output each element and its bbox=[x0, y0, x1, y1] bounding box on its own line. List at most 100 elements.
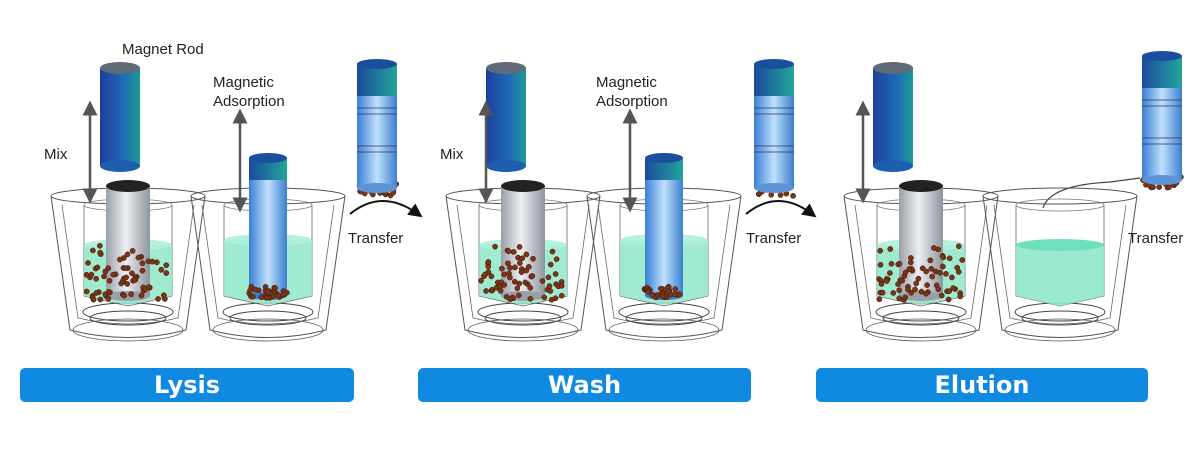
magnetic-bead bbox=[501, 271, 508, 278]
magnetic-bead bbox=[955, 269, 962, 275]
magnetic-bead bbox=[529, 273, 536, 279]
magnetic-bead bbox=[945, 296, 952, 303]
magnetic-bead bbox=[933, 282, 940, 289]
magnetic-bead bbox=[485, 269, 492, 275]
transfer-label: Transfer bbox=[746, 230, 802, 247]
magnetic-bead bbox=[527, 295, 534, 302]
magnetic-bead bbox=[924, 282, 930, 288]
magnetic-bead bbox=[950, 285, 957, 291]
magnetic-bead bbox=[272, 285, 278, 291]
magnetic-bead bbox=[879, 289, 886, 296]
magnetic-bead bbox=[270, 293, 277, 299]
magnetic-bead bbox=[122, 265, 129, 271]
magnetic-bead bbox=[923, 290, 929, 297]
magnetic-bead bbox=[263, 295, 270, 301]
magnetic-bead bbox=[1156, 184, 1163, 190]
magnetic-bead bbox=[547, 261, 554, 268]
mix-label: Mix bbox=[44, 146, 68, 163]
magnetic-bead bbox=[507, 296, 513, 303]
magnetic-bead bbox=[121, 292, 128, 299]
magnetic-bead bbox=[659, 293, 666, 300]
magnetic-bead bbox=[887, 246, 894, 252]
magnetic-bead bbox=[83, 288, 90, 295]
magnetic-bead bbox=[522, 279, 529, 286]
magnetic-bead bbox=[946, 288, 953, 295]
magnetic-bead bbox=[139, 267, 146, 274]
magnetic-bead bbox=[553, 256, 560, 263]
magnetic-bead bbox=[919, 265, 926, 272]
magnetic-bead bbox=[923, 268, 930, 275]
magnetic-adsorption-label: Magnetic bbox=[596, 74, 657, 91]
magnetic-bead bbox=[489, 286, 495, 293]
magnetic-bead bbox=[907, 259, 914, 266]
magnetic-bead bbox=[96, 242, 103, 249]
magnetic-bead bbox=[110, 271, 117, 278]
magnetic-bead bbox=[545, 274, 552, 281]
magnetic-bead bbox=[905, 286, 911, 293]
elution-liquid bbox=[1016, 245, 1104, 306]
magnetic-bead bbox=[262, 284, 269, 290]
magnetic-bead bbox=[519, 255, 526, 262]
magnetic-bead bbox=[90, 296, 97, 303]
magnet-sleeve-lifted bbox=[357, 59, 397, 193]
magnetic-bead bbox=[129, 248, 136, 254]
magnetic-bead bbox=[913, 280, 920, 287]
magnetic-bead bbox=[275, 292, 281, 299]
magnetic-bead bbox=[665, 288, 672, 295]
magnetic-bead bbox=[492, 243, 498, 250]
magnetic-bead bbox=[249, 293, 256, 300]
magnetic-bead bbox=[506, 270, 512, 277]
magnetic-bead bbox=[935, 246, 942, 253]
magnetic-bead bbox=[139, 260, 146, 267]
magnetic-bead bbox=[155, 296, 161, 302]
magnetic-bead bbox=[517, 260, 523, 266]
magnetic-bead bbox=[129, 270, 135, 277]
magnetic-bead bbox=[790, 192, 796, 199]
magnetic-bead bbox=[106, 277, 113, 284]
magnetic-bead bbox=[877, 247, 884, 254]
bead-cluster bbox=[876, 243, 966, 303]
magnetic-bead bbox=[280, 291, 287, 298]
magnetic-bead bbox=[507, 265, 513, 271]
magnetic-bead bbox=[132, 277, 139, 283]
magnetic-bead bbox=[516, 280, 523, 287]
magnetic-bead bbox=[672, 286, 679, 292]
magnetic-bead bbox=[1166, 184, 1172, 191]
magnetic-bead bbox=[896, 287, 903, 294]
magnetic-bead bbox=[510, 249, 517, 255]
magnetic-bead bbox=[541, 294, 548, 301]
magnet-rod-label: Magnet Rod bbox=[122, 41, 204, 58]
phase-bar-lysis: Lysis bbox=[20, 368, 354, 402]
magnetic-bead bbox=[102, 268, 109, 275]
magnetic-bead bbox=[876, 296, 883, 303]
magnetic-bead bbox=[657, 285, 664, 292]
magnetic-bead bbox=[483, 288, 489, 294]
magnetic-bead bbox=[539, 278, 546, 284]
magnetic-bead bbox=[548, 296, 555, 303]
magnetic-bead bbox=[877, 261, 884, 268]
magnetic-bead bbox=[128, 291, 134, 298]
magnetic-bead bbox=[547, 288, 554, 294]
magnetic-bead bbox=[485, 259, 492, 265]
magnetic-bead bbox=[940, 263, 946, 270]
magnetic-bead bbox=[88, 271, 95, 278]
magnetic-bead bbox=[896, 260, 903, 267]
magnetic-bead bbox=[883, 278, 890, 284]
magnetic-bead bbox=[258, 294, 265, 301]
magnetic-bead bbox=[85, 260, 91, 266]
magnetic-bead bbox=[488, 273, 495, 280]
magnetic-bead bbox=[558, 292, 565, 299]
magnet-rod bbox=[873, 62, 913, 172]
magnetic-bead bbox=[505, 260, 511, 267]
magnetic-bead bbox=[163, 262, 170, 269]
magnetic-bead bbox=[161, 292, 167, 299]
magnetic-bead bbox=[265, 288, 271, 295]
magnetic-bead bbox=[955, 243, 962, 250]
magnetic-bead bbox=[123, 274, 130, 281]
magnetic-bead bbox=[899, 277, 905, 284]
magnetic-bead bbox=[138, 292, 145, 299]
magnetic-adsorption-label: Magnetic bbox=[213, 74, 274, 91]
magnet-rod bbox=[100, 62, 140, 172]
magnet-in-sleeve bbox=[249, 153, 287, 300]
magnetic-bead bbox=[525, 264, 532, 270]
